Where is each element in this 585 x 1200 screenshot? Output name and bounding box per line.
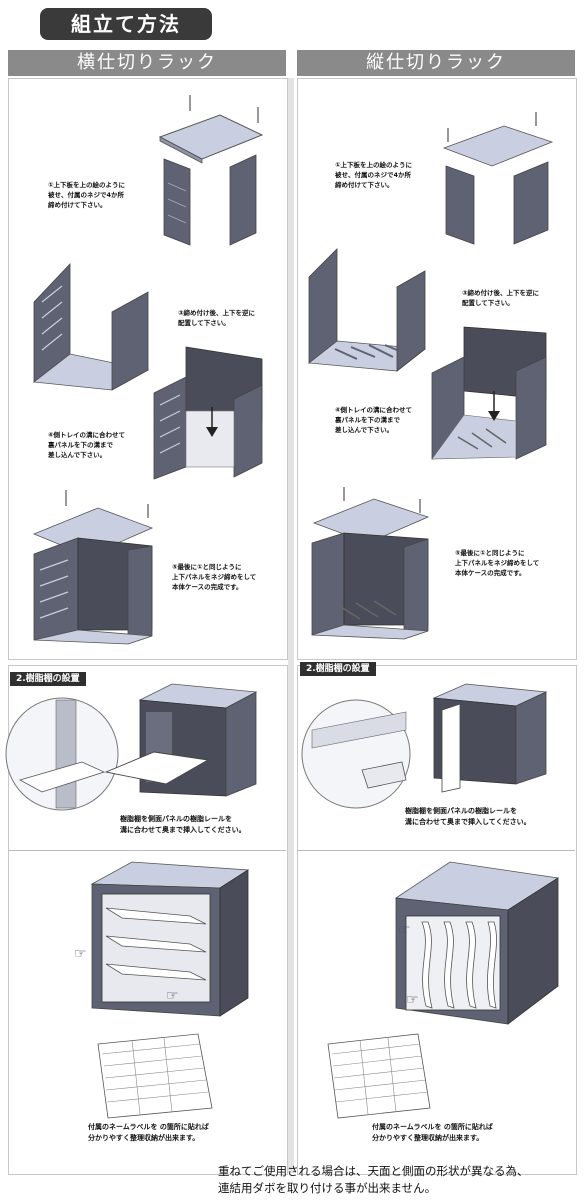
column-separator	[288, 78, 294, 1173]
right-step1-text: ①上下板を上の絵のように 被せ、付属のネジで4か所 締め付けて下さい。	[335, 161, 413, 189]
page-title: 組立て方法	[40, 8, 212, 40]
left-step3-illustration	[153, 346, 263, 480]
left-step2-text: ③締め付け後、上下を逆に 配置して下さい。	[178, 309, 256, 327]
right-step4-text: ⑤最後に①と同じように 上下パネルをネジ締めをして 本体ケースの完成です。	[455, 549, 540, 577]
left-zoom-detail	[5, 697, 119, 811]
left-shelf-insert-illustration	[104, 683, 258, 797]
right-column-header: 縦仕切りラック	[297, 50, 575, 76]
left-section2-label: 2.樹脂棚の設置	[10, 672, 86, 686]
right-section2-label: 2.樹脂棚の設置	[300, 662, 376, 676]
right-name-label-sheet	[327, 1033, 431, 1119]
left-divider	[8, 850, 286, 851]
left-name-label-sheet	[97, 1033, 213, 1119]
right-step2-text: ③締め付け後、上下を逆に 配置して下さい。	[462, 289, 540, 307]
left-label-caption: 付属のネームラベルを の箇所に貼れば 分かりやすく整理収納が出来ます。	[88, 1123, 209, 1142]
left-step4-illustration	[32, 490, 154, 645]
left-step4-text: ⑤最後に①と同じように 上下パネルをネジ締めをして 本体ケースの完成です。	[172, 563, 257, 591]
right-step3-illustration	[431, 326, 547, 460]
right-zoom-detail	[301, 699, 411, 809]
left-shelf-caption: 樹脂棚を側面パネルの樹脂レールを 溝に合わせて奥まで挿入してください。	[120, 815, 246, 834]
left-step2-illustration	[32, 262, 150, 391]
left-column-header: 横仕切りラック	[8, 50, 286, 76]
right-label-caption: 付属のネームラベルを の箇所に貼れば 分かりやすく整理収納が出来ます。	[372, 1123, 493, 1142]
right-step1-illustration	[442, 112, 554, 245]
left-step1-text: ①上下板を上の絵のように 被せ、付属のネジで4か所 締め付けて下さい。	[48, 181, 126, 209]
right-divider	[297, 850, 575, 851]
svg-text:☞: ☞	[406, 992, 419, 1008]
svg-text:☞: ☞	[398, 922, 411, 938]
svg-text:☞: ☞	[74, 946, 87, 962]
right-shelf-insert-illustration	[432, 683, 548, 793]
right-step2-illustration	[307, 248, 427, 372]
footer-note: 重ねてご使用される場合は、天面と側面の形状が異なる為、 連結用ダボを取り付ける事…	[218, 1164, 529, 1195]
left-step1-illustration	[158, 95, 264, 246]
right-step3-text: ④側トレイの溝に合わせて 裏パネルを下の溝まで 差し込んで下さい。	[335, 406, 413, 434]
right-shelf-caption: 樹脂棚を側面パネルの樹脂レールを 溝に合わせて奥まで挿入してください。	[405, 807, 531, 826]
left-cabinet-shelves-illustration: ☞ ☞	[74, 861, 250, 1017]
svg-text:☞: ☞	[166, 988, 179, 1004]
left-step3-text: ④側トレイの溝に合わせて 裏パネルを下の溝まで 差し込んで下さい。	[48, 431, 126, 459]
right-cabinet-dividers-illustration: ☞ ☞	[394, 861, 560, 1025]
right-step4-illustration	[311, 487, 430, 640]
